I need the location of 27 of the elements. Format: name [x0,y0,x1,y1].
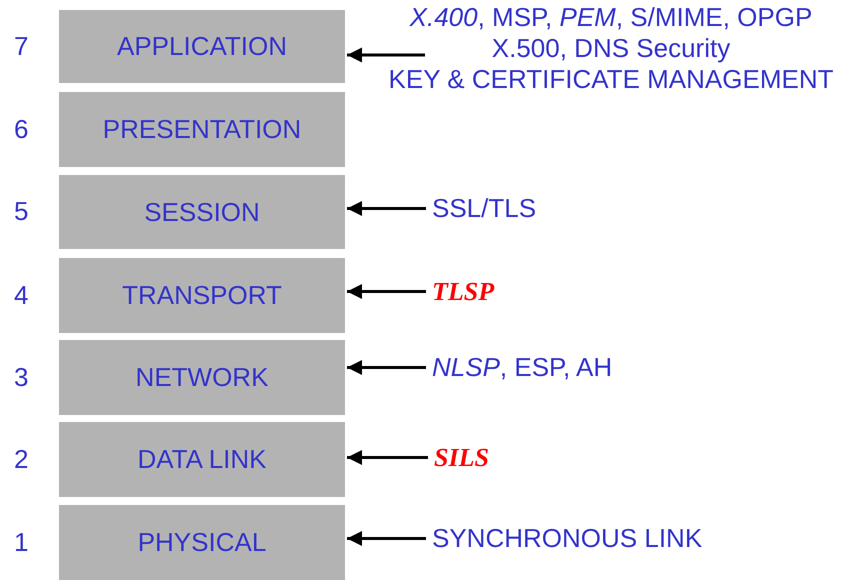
protocol-label: NLSP, ESP, AH [432,352,612,383]
protocol-label: TLSP [432,276,494,307]
layer-number: 4 [14,280,28,310]
arrow [347,284,426,299]
arrow [347,360,426,375]
layer-box: PRESENTATION [59,92,345,167]
layer-number: 6 [14,114,28,144]
layer-number: 5 [14,196,28,227]
protocol-label: KEY & CERTIFICATE MANAGEMENT [388,64,834,95]
layer-number: 3 [14,362,28,392]
layer-box: TRANSPORT [59,258,345,333]
arrow [347,531,426,546]
layer-number: 1 [14,526,28,558]
protocol-label: SILS [434,442,489,473]
layer-number: 7 [14,30,28,62]
protocol-label: SYNCHRONOUS LINK [432,523,702,554]
layer-box: DATA LINK [59,422,345,497]
arrow [347,201,426,216]
layer-box: NETWORK [59,340,345,415]
arrow [347,48,425,62]
protocol-label: SSL/TLS [432,193,536,224]
layer-number: 2 [14,444,28,474]
layer-box: PHYSICAL [59,505,345,580]
protocol-label: X.400, MSP, PEM, S/MIME, OPGP X.500, DNS Security [408,2,814,64]
layer-box: SESSION [59,175,345,249]
layer-box: APPLICATION [59,10,345,83]
arrow [347,450,428,465]
